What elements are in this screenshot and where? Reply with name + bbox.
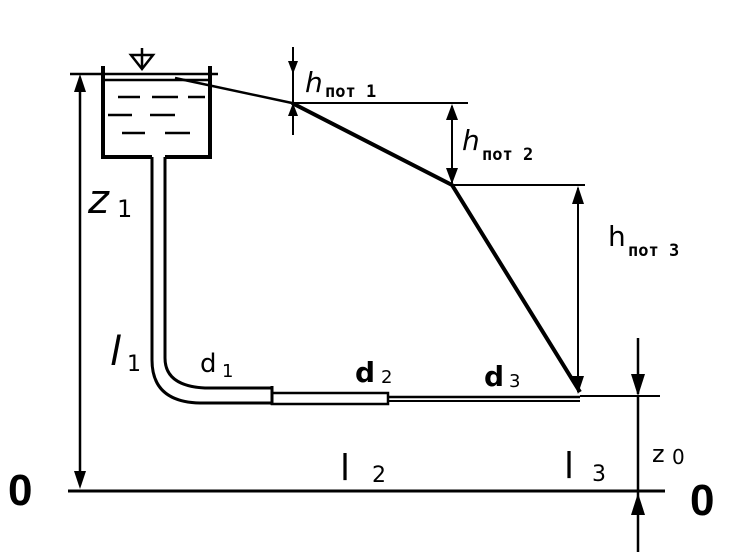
- l2-subscript: 2: [372, 463, 386, 488]
- z0-subscript: 0: [672, 445, 685, 469]
- hpot3-dimension-arrow: [572, 186, 584, 394]
- hpot3-subscript: пот 3: [628, 241, 679, 261]
- d1-label: d: [200, 349, 217, 379]
- z1-subscript: 1: [117, 195, 132, 223]
- hpot1-subscript: пот 1: [325, 82, 376, 102]
- datum-right-label: 0: [690, 476, 714, 525]
- datum-left-label: 0: [8, 466, 32, 515]
- hpot3-label: h: [608, 220, 626, 253]
- l3-subscript: 3: [592, 462, 606, 487]
- reservoir-tank: [101, 48, 212, 159]
- energy-line: [174, 76, 582, 394]
- l2-label: l: [340, 448, 350, 489]
- d1-subscript: 1: [222, 361, 233, 382]
- z1-dimension-arrow: [74, 74, 86, 489]
- pipe-section-2: [270, 391, 390, 406]
- d3-label: d: [484, 360, 504, 393]
- hpot2-subscript: пот 2: [482, 145, 533, 165]
- z0-label: z: [652, 440, 665, 468]
- hpot1-label: h: [305, 66, 323, 99]
- d3-subscript: 3: [509, 371, 520, 392]
- d2-label: d: [355, 356, 375, 389]
- l1-subscript: 1: [127, 352, 141, 377]
- hpot2-dimension-arrow: [446, 104, 458, 184]
- hpot2-label: h: [462, 124, 480, 157]
- z1-label: z: [87, 177, 110, 223]
- pipe-section-3: [388, 395, 580, 402]
- d2-subscript: 2: [381, 367, 392, 388]
- hpot1-dimension-arrow: [288, 47, 298, 135]
- z0-dimension-arrow: [631, 338, 645, 552]
- l3-label: l: [564, 446, 574, 487]
- l1-label: l: [110, 329, 121, 375]
